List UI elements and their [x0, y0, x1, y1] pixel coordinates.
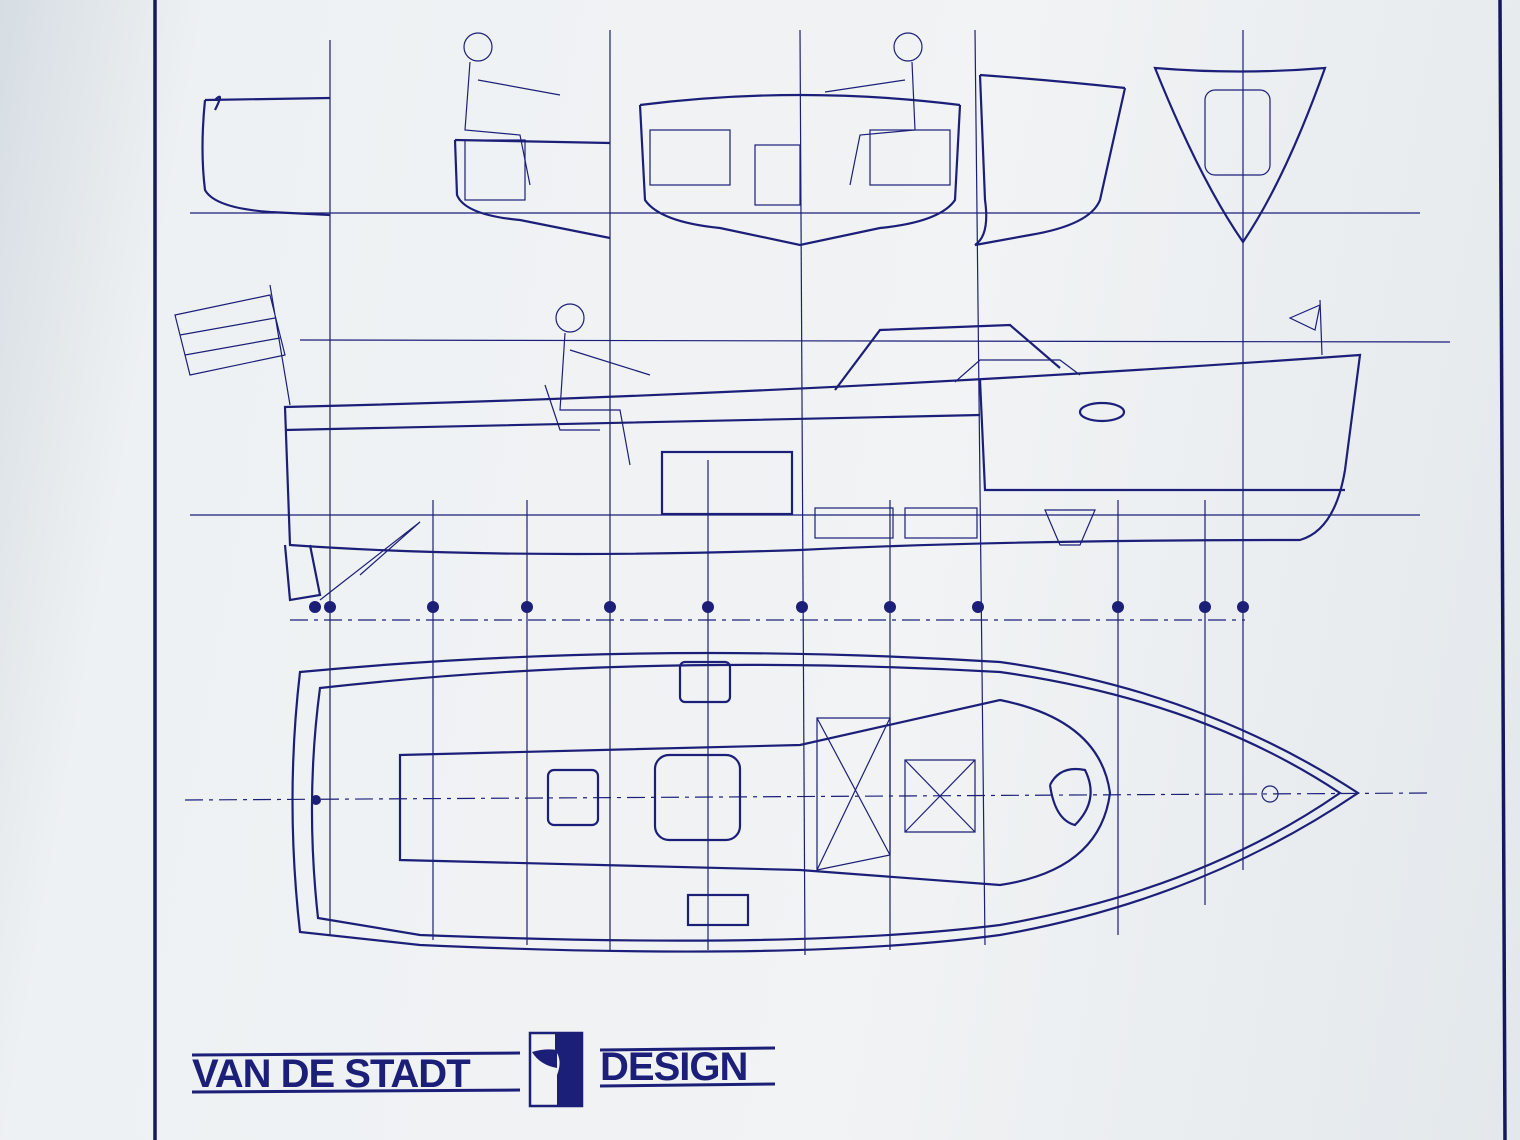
side-profile — [174, 284, 1362, 602]
sheet-border-right — [1498, 0, 1507, 1140]
cross-sections — [201, 32, 1327, 247]
van-de-stadt-design-logo: VAN DE STADT DESIGN — [191, 1031, 776, 1108]
sightline — [299, 339, 1451, 343]
station-markers — [309, 601, 1249, 613]
logo-text-left: VAN DE STADT — [192, 1052, 470, 1096]
plan-centerline — [184, 792, 1431, 801]
logo-text-right: DESIGN — [600, 1045, 747, 1089]
plan-view — [291, 651, 1360, 953]
station-lines — [329, 29, 1244, 956]
